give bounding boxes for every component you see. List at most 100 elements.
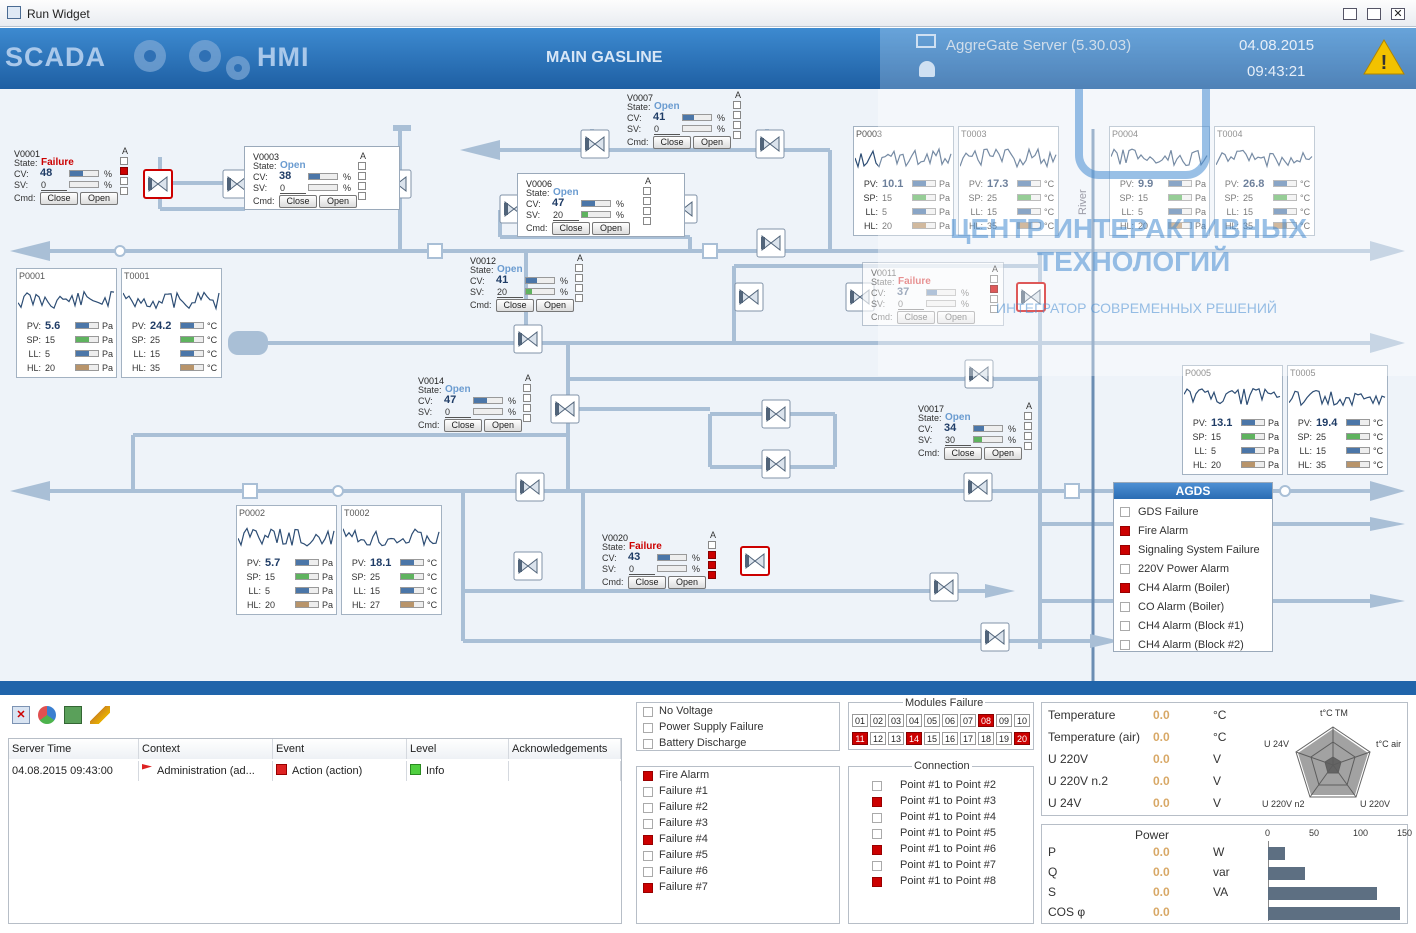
status-indicator [708, 561, 716, 569]
chart-icon[interactable] [38, 706, 56, 724]
sp-label: SP: [1119, 193, 1134, 203]
column-header[interactable]: Server Time [9, 739, 139, 759]
valve-symbol-icon[interactable] [580, 129, 610, 159]
power-bar [1268, 847, 1285, 860]
close-button[interactable]: Close [897, 311, 935, 324]
status-indicator [990, 295, 998, 303]
status-label: Failure #3 [659, 817, 708, 829]
open-button[interactable]: Open [80, 192, 118, 205]
pv-bar [1241, 419, 1265, 426]
ll-unit: °C [1300, 207, 1311, 217]
hl-unit: °C [1300, 221, 1311, 231]
module-cell: 16 [942, 732, 958, 745]
sp-value: 25 [1243, 193, 1254, 203]
hl-bar [912, 222, 936, 229]
valve-symbol-icon[interactable] [1016, 282, 1046, 312]
valve-symbol-icon[interactable] [513, 551, 543, 581]
pv-unit: °C [207, 321, 218, 331]
connection-label: Point #1 to Point #5 [900, 827, 997, 839]
column-header[interactable]: Acknowledgements [509, 739, 621, 759]
close-button[interactable]: Close [944, 447, 982, 460]
valve-symbol-icon[interactable] [513, 324, 543, 354]
open-button[interactable]: Open [319, 195, 357, 208]
open-button[interactable]: Open [937, 311, 975, 324]
auto-label: A [122, 146, 129, 156]
valve-symbol-icon[interactable] [734, 282, 764, 312]
cv-label: CV: [602, 553, 617, 563]
close-button[interactable]: Close [552, 222, 590, 235]
table-cell[interactable]: Administration (ad... [139, 761, 273, 781]
open-button[interactable]: Open [484, 419, 522, 432]
valve-symbol-icon[interactable] [740, 546, 770, 576]
close-button[interactable]: Close [279, 195, 317, 208]
close-button[interactable]: Close [444, 419, 482, 432]
close-button[interactable]: Close [40, 192, 78, 205]
minimize-icon[interactable] [1343, 8, 1357, 20]
save-icon[interactable] [64, 706, 82, 724]
status-label: Failure #7 [659, 881, 708, 893]
separator-bar [0, 681, 1416, 695]
valve-symbol-icon[interactable] [143, 169, 173, 199]
valve-id: V0012 [470, 256, 497, 266]
sv-bar [682, 125, 712, 132]
hl-unit: °C [427, 600, 438, 610]
ll-bar [912, 208, 936, 215]
valve-symbol-icon[interactable] [929, 572, 959, 602]
cmd-label: Cmd: [526, 223, 548, 233]
delete-icon[interactable]: ✕ [12, 706, 30, 724]
valve-symbol-icon[interactable] [761, 399, 791, 429]
open-button[interactable]: Open [693, 136, 731, 149]
table-cell[interactable]: 04.08.2015 09:43:00 [9, 761, 139, 781]
valve-symbol-icon[interactable] [756, 228, 786, 258]
open-button[interactable]: Open [592, 222, 630, 235]
sp-value: 25 [150, 335, 161, 345]
sp-value: 15 [265, 572, 276, 582]
status-indicator [523, 394, 531, 402]
sensor-id: P0001 [19, 271, 46, 281]
close-button[interactable]: Close [496, 299, 534, 312]
status-indicator [523, 384, 531, 392]
sv-label: SV: [918, 435, 933, 445]
valve-symbol-icon[interactable] [755, 129, 785, 159]
hl-unit: Pa [1195, 221, 1207, 231]
status-indicator [523, 414, 531, 422]
restore-icon[interactable] [1367, 8, 1381, 20]
agds-label: CO Alarm (Boiler) [1138, 601, 1225, 613]
status-indicator [1024, 412, 1032, 420]
ll-bar [180, 350, 204, 357]
valve-symbol-icon[interactable] [761, 449, 791, 479]
valve-symbol-icon[interactable] [980, 622, 1010, 652]
pv-label: PV: [863, 179, 878, 189]
sp-unit: Pa [102, 335, 114, 345]
table-cell[interactable]: Info [407, 761, 509, 781]
cv-unit: % [616, 199, 625, 209]
column-header[interactable]: Event [273, 739, 407, 759]
open-button[interactable]: Open [668, 576, 706, 589]
column-header[interactable]: Context [139, 739, 273, 759]
radar-label-air: t°C air [1376, 739, 1401, 749]
clear-icon[interactable] [90, 706, 110, 724]
valve-symbol-icon[interactable] [515, 472, 545, 502]
sensor-id: P0004 [1112, 129, 1139, 139]
valve-symbol-icon[interactable] [550, 394, 580, 424]
warning-icon[interactable]: ! [1362, 38, 1406, 76]
close-button[interactable]: Close [628, 576, 666, 589]
sv-bar-fill [526, 289, 532, 294]
status-indicator [733, 111, 741, 119]
status-indicator [990, 285, 998, 293]
sp-bar [912, 194, 936, 201]
open-button[interactable]: Open [536, 299, 574, 312]
table-cell[interactable]: Action (action) [273, 761, 407, 781]
close-button[interactable]: Close [653, 136, 691, 149]
valve-symbol-icon[interactable] [964, 359, 994, 389]
valve-symbol-icon[interactable] [963, 472, 993, 502]
column-header[interactable]: Level [407, 739, 509, 759]
hl-value: 27 [370, 600, 381, 610]
close-icon[interactable]: ✕ [1391, 8, 1405, 20]
cv-bar-fill [582, 201, 596, 206]
ll-unit: Pa [322, 586, 334, 596]
table-cell[interactable] [509, 761, 621, 781]
open-button[interactable]: Open [984, 447, 1022, 460]
